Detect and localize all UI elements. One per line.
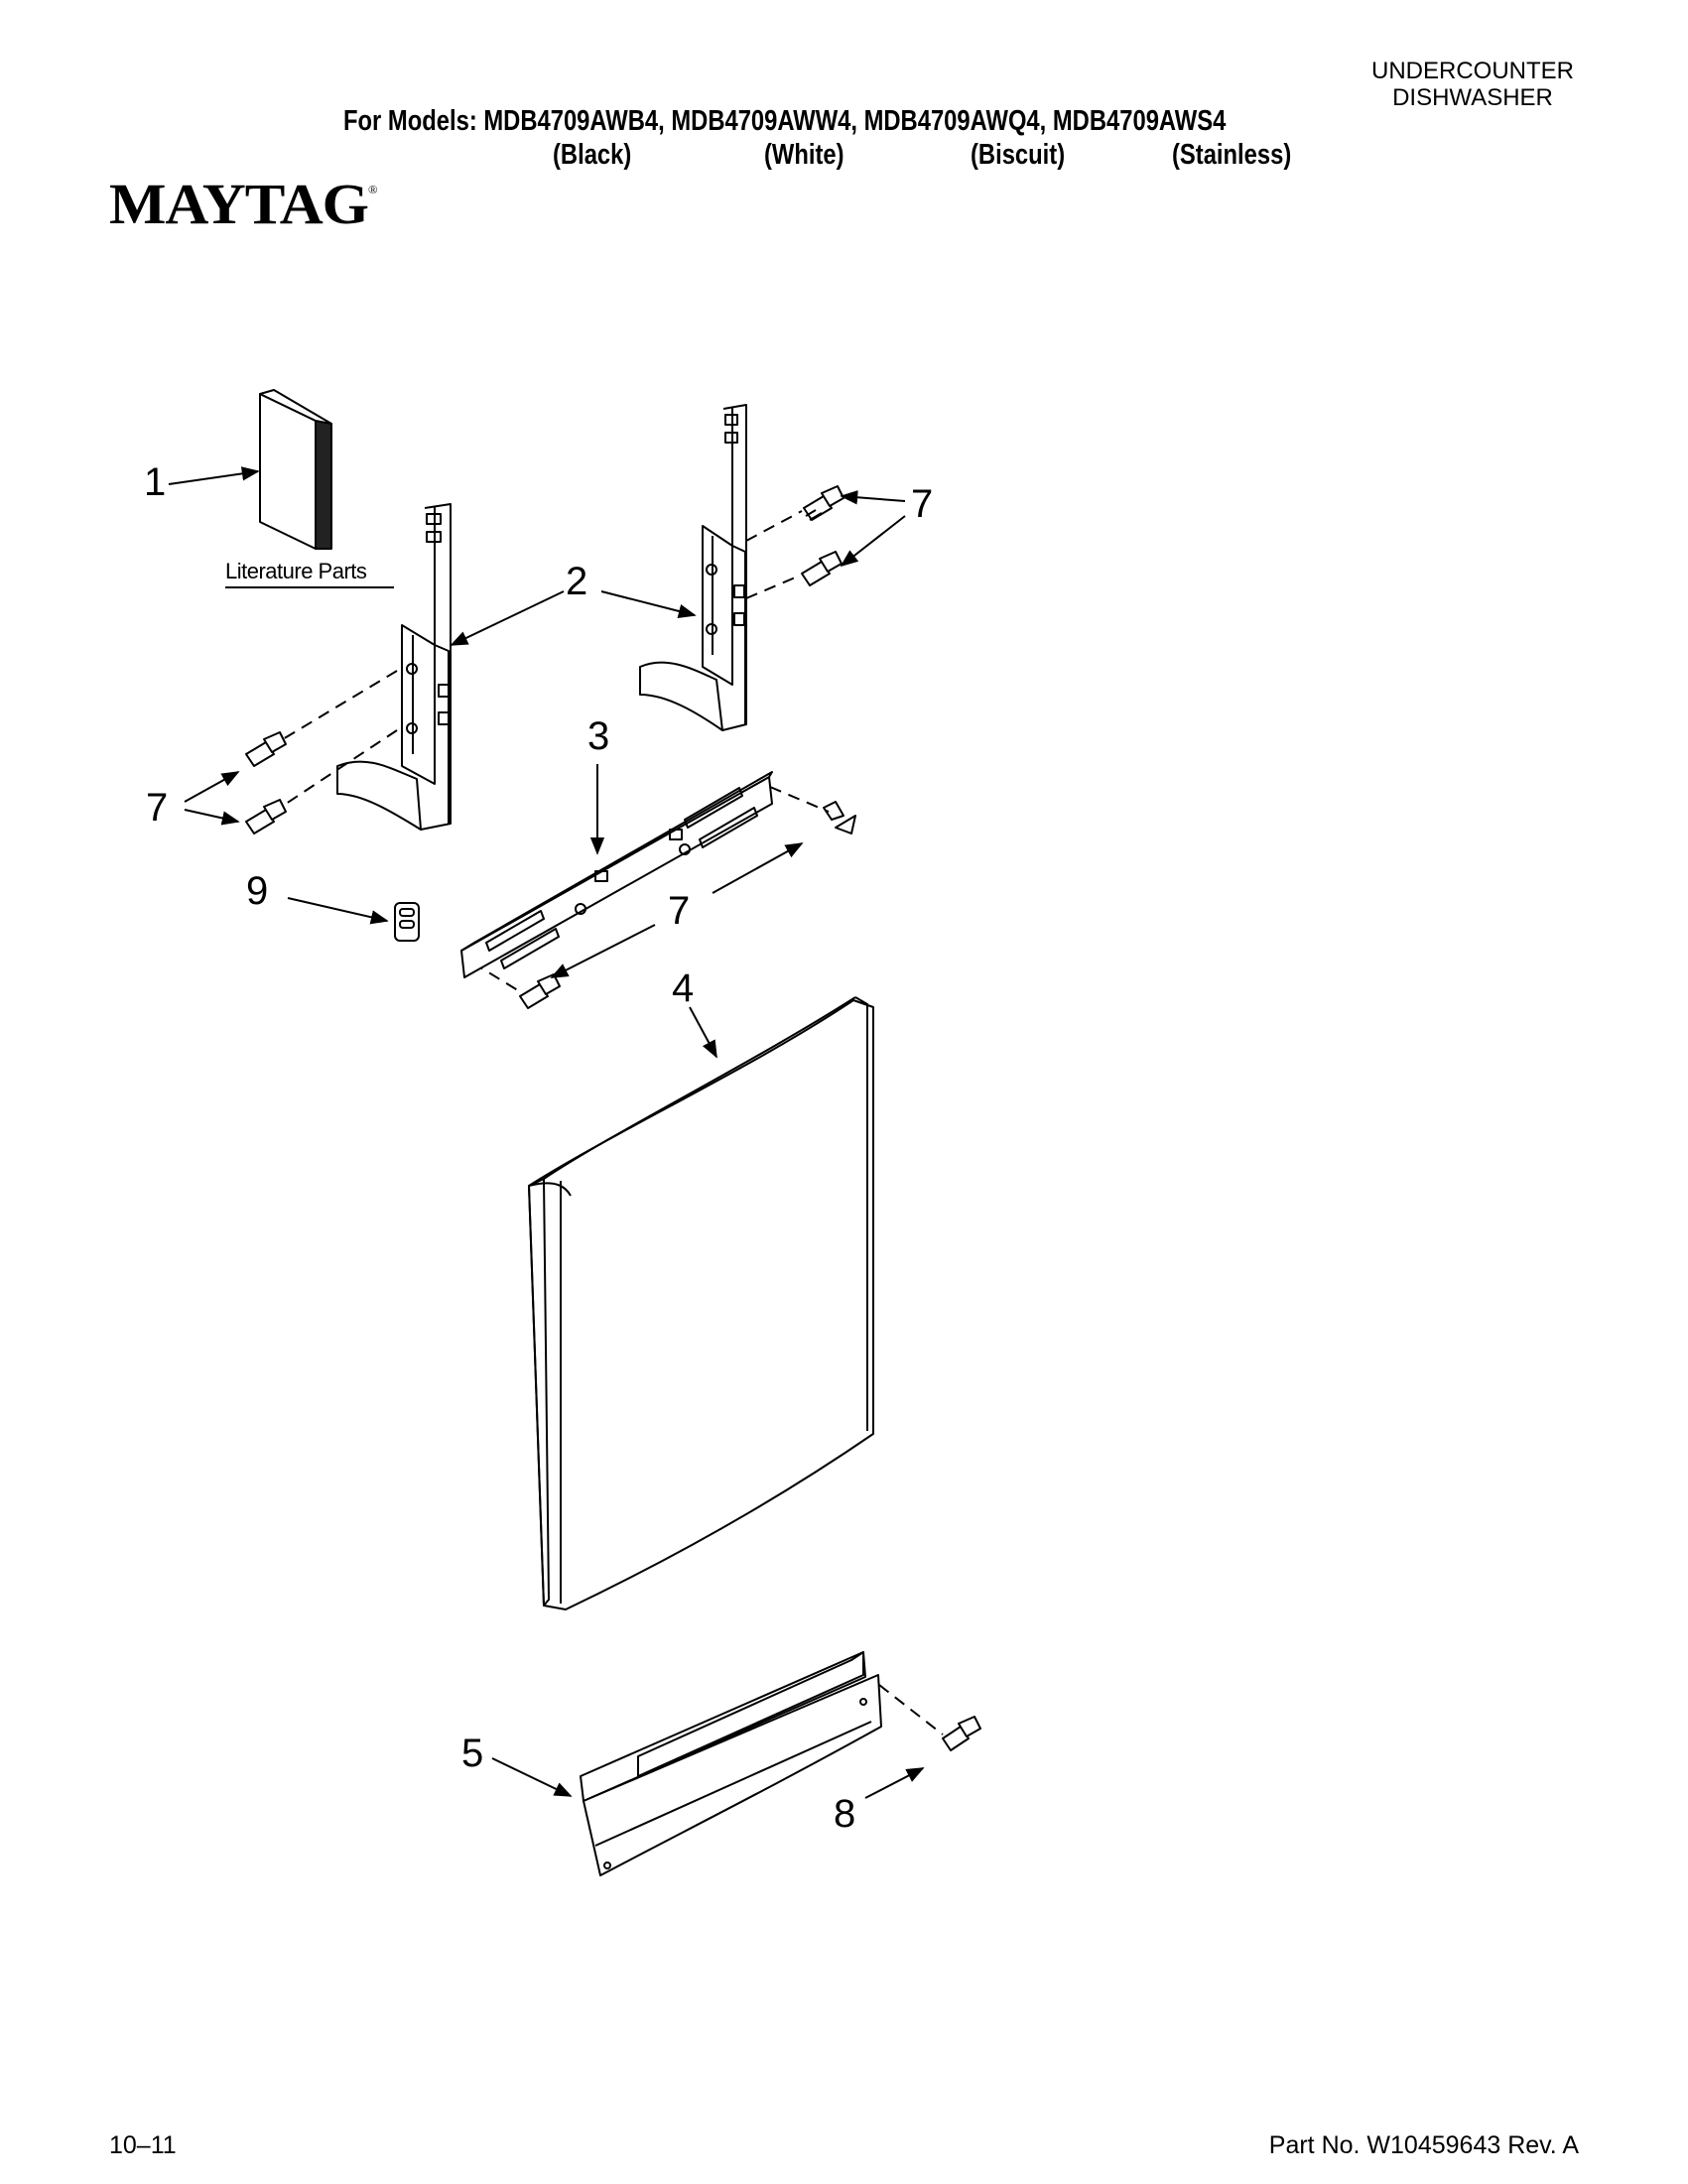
callout-1: 1: [144, 460, 167, 504]
registered-mark: ®: [368, 183, 378, 196]
brand-logo: MAYTAG®: [109, 171, 378, 237]
callout-7-plate: 7: [668, 889, 691, 933]
screw-upper-right-1: [803, 485, 844, 521]
callout-3: 3: [587, 714, 610, 758]
part-number: Part No. W10459643 Rev. A: [1268, 2131, 1579, 2159]
callout-4: 4: [672, 966, 695, 1010]
models-heading: For Models: MDB4709AWB4, MDB4709AWW4, MD…: [343, 105, 1227, 137]
screw-toe-kick: [942, 1716, 981, 1751]
literature-booklet: [259, 389, 332, 550]
callout-9: 9: [246, 869, 269, 913]
screw-plate-right: [823, 801, 856, 835]
callout-7-upper: 7: [911, 482, 934, 526]
category-line-2: DISHWASHER: [1392, 84, 1553, 111]
callout-arrows: [168, 466, 925, 1799]
left-door-bracket: [336, 503, 452, 831]
screw-plate-left: [519, 973, 561, 1009]
category-line-1: UNDERCOUNTER: [1371, 58, 1574, 84]
mounting-plate: [460, 771, 773, 978]
door-clip: [394, 902, 420, 942]
callout-7-left: 7: [146, 786, 169, 830]
color-black: (Black): [553, 139, 632, 171]
category-label: UNDERCOUNTER DISHWASHER: [1371, 58, 1574, 111]
right-door-bracket: [639, 404, 747, 731]
color-stainless: (Stainless): [1172, 139, 1292, 171]
callout-5: 5: [461, 1732, 484, 1775]
toe-kick-panel: [580, 1651, 882, 1876]
color-biscuit: (Biscuit): [971, 139, 1066, 171]
screw-upper-right-2: [801, 551, 843, 586]
door-panel: [528, 996, 874, 1610]
color-white: (White): [764, 139, 844, 171]
literature-parts-underline: [225, 586, 394, 588]
screw-left-1: [245, 731, 287, 767]
callout-8: 8: [834, 1792, 856, 1836]
date-code: 10–11: [109, 2131, 177, 2159]
brand-name: MAYTAG: [109, 172, 369, 236]
literature-parts-label: Literature Parts: [225, 559, 367, 583]
callout-2: 2: [566, 560, 588, 603]
screw-left-2: [245, 799, 287, 835]
screw-guide-lines: [282, 510, 944, 1735]
